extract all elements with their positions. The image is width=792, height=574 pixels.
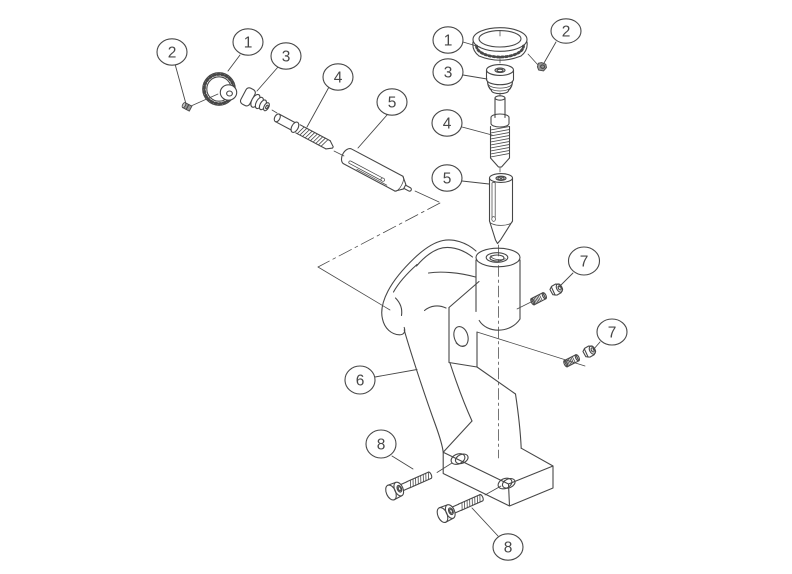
left-knurled-knob	[202, 72, 238, 106]
top-knurled-knob	[472, 27, 528, 61]
callout-top-3: 3	[432, 58, 464, 86]
left-lead-screw	[273, 113, 334, 150]
top-lead-screw	[489, 95, 511, 168]
svg-text:5: 5	[388, 95, 397, 112]
svg-text:3: 3	[444, 65, 453, 82]
svg-text:2: 2	[562, 24, 571, 41]
callout-left-3: 3	[270, 42, 302, 70]
side-nut-lower	[581, 343, 598, 360]
svg-text:1: 1	[444, 33, 453, 50]
svg-text:2: 2	[168, 45, 177, 62]
callouts: 2 1 3 4 5 1 2	[156, 18, 628, 561]
callout-8-right: 8	[492, 533, 524, 561]
callout-7-lower: 7	[596, 318, 628, 346]
svg-text:4: 4	[443, 116, 452, 133]
callout-top-4: 4	[431, 109, 463, 137]
top-collar	[485, 64, 515, 95]
base-cap-screw-right	[434, 489, 487, 525]
callout-left-4: 4	[322, 63, 354, 91]
leader-lines	[174, 41, 601, 537]
base-hole-left	[448, 449, 471, 468]
svg-text:3: 3	[282, 49, 291, 66]
svg-text:6: 6	[356, 373, 365, 390]
callout-left-5: 5	[376, 88, 408, 116]
svg-text:4: 4	[334, 70, 343, 87]
callout-7-upper: 7	[567, 246, 601, 276]
frame-body	[381, 239, 554, 507]
side-set-screw-lower	[562, 353, 581, 368]
svg-text:5: 5	[443, 171, 452, 188]
callout-8-left: 8	[365, 429, 397, 459]
left-set-screw	[181, 102, 193, 112]
boss-threaded-hole	[485, 252, 509, 263]
svg-text:8: 8	[377, 437, 386, 454]
web-hole	[453, 325, 469, 348]
callout-top-5: 5	[431, 164, 463, 192]
callout-top-1: 1	[432, 26, 464, 54]
callout-left-2: 2	[156, 38, 188, 66]
svg-text:1: 1	[244, 35, 253, 52]
svg-text:7: 7	[608, 325, 617, 342]
side-set-screw-upper	[529, 291, 548, 306]
top-plunger	[488, 173, 514, 245]
svg-text:8: 8	[504, 540, 513, 557]
left-plunger	[340, 148, 412, 192]
left-collar	[239, 87, 270, 112]
top-set-screw	[536, 62, 547, 72]
callout-body-6: 6	[344, 365, 376, 395]
callout-left-1: 1	[232, 28, 264, 56]
base-cap-screw-left	[383, 466, 435, 503]
callout-top-2: 2	[550, 18, 582, 44]
svg-text:7: 7	[580, 254, 589, 271]
